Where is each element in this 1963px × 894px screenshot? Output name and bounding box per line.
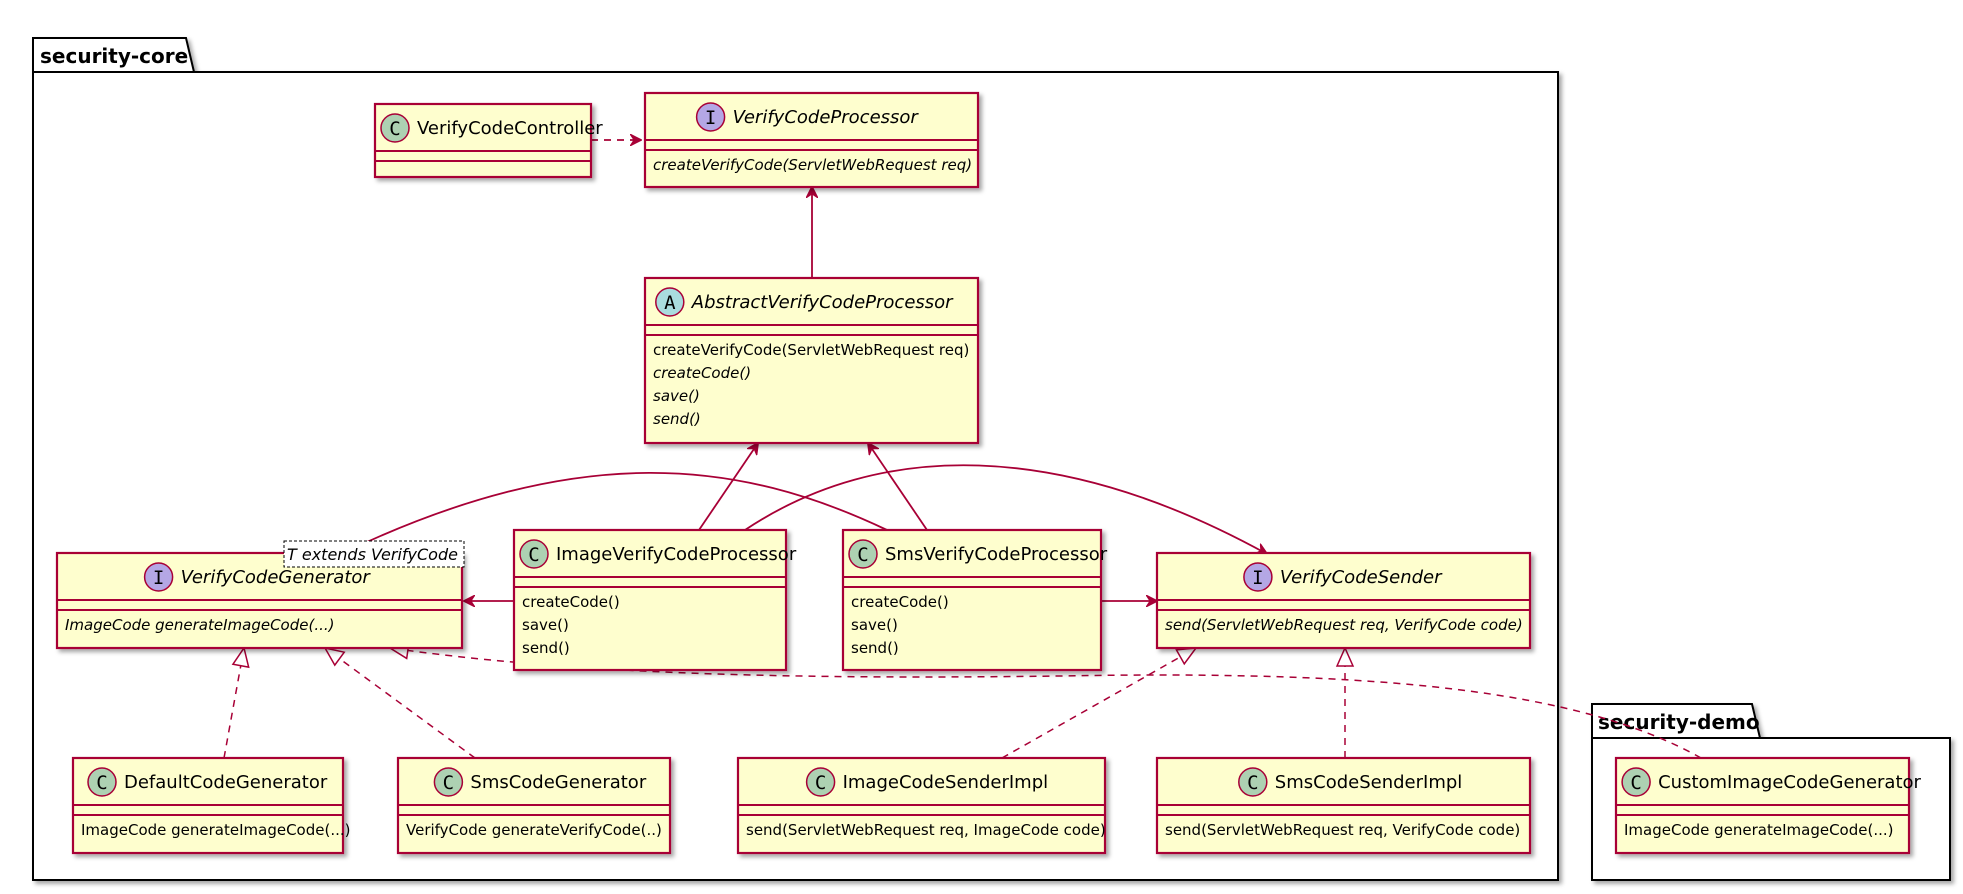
class-stereotype-icon [519, 539, 549, 569]
package-title: security-demo [1598, 710, 1760, 734]
class-member: createCode() [851, 593, 949, 611]
relation-sms-generator [343, 472, 888, 553]
class-member: createCode() [522, 593, 620, 611]
class-stereotype-icon [380, 113, 410, 143]
relation-imagesender-sender [1001, 648, 1196, 759]
class-smsProcessor[interactable]: C SmsVerifyCodeProcessor createCode() save(… [841, 528, 1108, 672]
class-name: VerifyCodeSender [1280, 567, 1443, 588]
class-member: createCode() [653, 364, 751, 382]
class-stereotype-icon [1238, 767, 1268, 797]
class-stereotype-icon [433, 767, 464, 797]
relation-sms-abstract [868, 443, 928, 531]
class-box [512, 528, 788, 672]
stereotype-letter: C [96, 772, 107, 794]
stereotype-letter: C [443, 772, 454, 794]
class-member: send() [653, 410, 701, 428]
class-smsSender[interactable]: C SmsCodeSenderImpl send(ServletWebRequest… [1155, 756, 1532, 855]
stereotype-letter: C [389, 118, 400, 140]
class-member: save() [522, 616, 569, 634]
class-name: DefaultCodeGenerator [124, 772, 328, 793]
class-member: send() [851, 639, 899, 657]
stereotype-letter: C [815, 772, 826, 794]
class-stereotype-icon [1621, 767, 1651, 797]
generic-parameter-box [283, 540, 465, 568]
class-member: createVerifyCode(ServletWebRequest req) [653, 156, 972, 174]
class-member: send(ServletWebRequest req, ImageCode co… [746, 821, 1106, 839]
package-security-core: security-core [32, 37, 1559, 881]
interface-stereotype-icon [1243, 562, 1273, 592]
stereotype-letter: A [664, 292, 676, 314]
class-name: VerifyCodeProcessor [733, 107, 920, 128]
class-stereotype-icon [848, 539, 878, 569]
class-member: send(ServletWebRequest req, VerifyCode c… [1165, 616, 1523, 634]
class-name: VerifyCodeController [417, 118, 603, 139]
class-imageSender[interactable]: C ImageCodeSenderImpl send(ServletWebReque… [736, 756, 1107, 855]
relation-defaultgen-generator [223, 648, 244, 759]
stereotype-letter: I [153, 567, 164, 589]
class-stereotype-icon [805, 767, 836, 797]
class-box [841, 528, 1103, 672]
class-member: ImageCode generateImageCode(...) [81, 821, 351, 839]
stereotype-letter: C [528, 544, 539, 566]
class-member: save() [653, 387, 700, 405]
interface-stereotype-icon [695, 102, 726, 132]
class-member: send() [522, 639, 570, 657]
relation-image-sender [744, 464, 1267, 554]
relation-smsgen-generator [325, 648, 476, 759]
stereotype-letter: I [1252, 567, 1263, 589]
class-member: save() [851, 616, 898, 634]
class-imageProcessor[interactable]: C ImageVerifyCodeProcessor createCode() sav… [512, 528, 797, 672]
class-name: CustomImageCodeGenerator [1658, 772, 1921, 793]
package-title: security-core [40, 44, 188, 68]
interface-stereotype-icon [143, 562, 174, 592]
class-member: VerifyCode generateVerifyCode(..) [406, 821, 662, 839]
stereotype-letter: C [1630, 772, 1641, 794]
class-abstractProcessor[interactable]: A AbstractVerifyCodeProcessor createVerify… [643, 276, 980, 445]
class-name: SmsCodeGenerator [470, 772, 646, 793]
abstract-stereotype-icon [655, 287, 685, 317]
class-box [643, 276, 980, 445]
class-name: AbstractVerifyCodeProcessor [691, 292, 954, 313]
class-member: ImageCode generateImageCode(...) [65, 616, 335, 634]
class-sender[interactable]: I VerifyCodeSender send(ServletWebRequest … [1155, 551, 1532, 650]
class-name: ImageVerifyCodeProcessor [556, 544, 797, 565]
class-member: createVerifyCode(ServletWebRequest req) [653, 341, 969, 359]
stereotype-letter: C [857, 544, 868, 566]
class-name: SmsVerifyCodeProcessor [885, 544, 1108, 565]
stereotype-letter: I [705, 107, 716, 129]
class-member: send(ServletWebRequest req, VerifyCode c… [1165, 821, 1520, 839]
class-name: ImageCodeSenderImpl [843, 772, 1049, 793]
relation-image-abstract [698, 443, 758, 531]
class-name: SmsCodeSenderImpl [1275, 772, 1463, 793]
class-processor[interactable]: I VerifyCodeProcessor createVerifyCode(Ser… [643, 91, 980, 189]
stereotype-letter: C [1247, 772, 1258, 794]
class-stereotype-icon [87, 767, 117, 797]
class-box [373, 102, 593, 179]
class-controller[interactable]: C VerifyCodeController [373, 102, 603, 179]
generic-parameter: T extends VerifyCode [287, 545, 458, 564]
class-member: ImageCode generateImageCode(...) [1624, 821, 1894, 839]
class-name: VerifyCodeGenerator [181, 567, 372, 588]
